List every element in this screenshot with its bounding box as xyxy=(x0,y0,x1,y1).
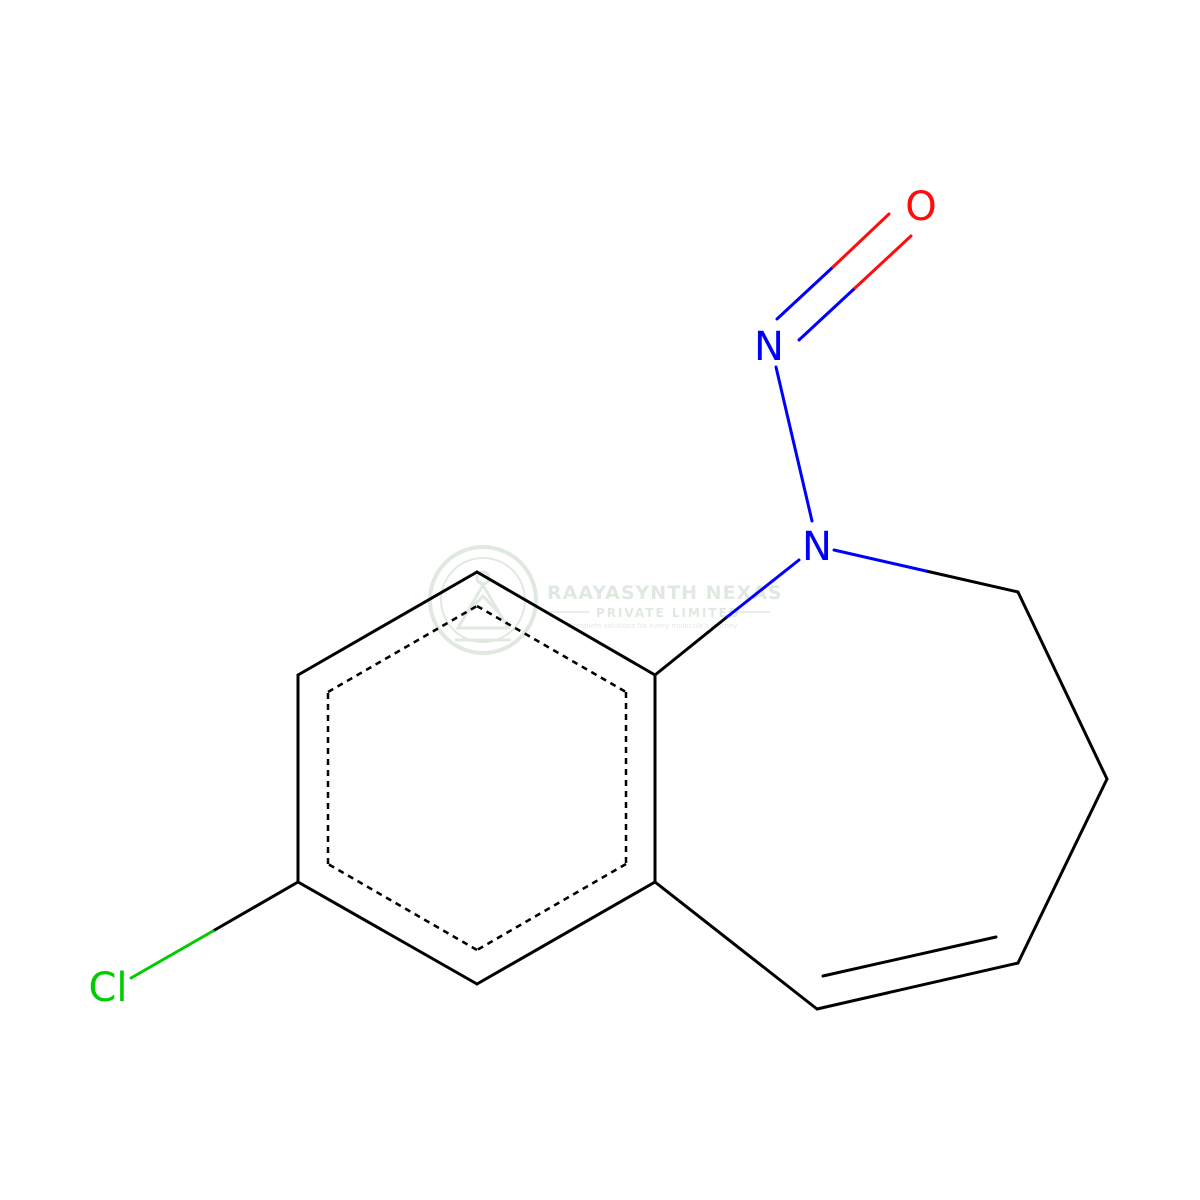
bond-c2-n-black xyxy=(653,615,729,677)
aromatic-dash-3 xyxy=(476,862,627,952)
watermark-tagline: Complete solutions for every molecule's … xyxy=(568,622,737,630)
bond-n-o-outer-red xyxy=(831,212,891,269)
nitroso-group xyxy=(774,212,913,523)
aromatic-dash-6 xyxy=(327,604,478,694)
bond-c9-c10-double-inner xyxy=(821,935,998,978)
bond-c3-c4 xyxy=(475,880,657,986)
bond-n-o-inner-blue xyxy=(797,286,857,342)
aromatic-inner-ring xyxy=(326,604,628,952)
bond-c6-c1 xyxy=(296,570,479,677)
aromatic-dash-1 xyxy=(476,604,627,694)
bond-c2-n-blue xyxy=(725,558,801,619)
atom-chlorine-label: Cl xyxy=(88,965,127,1011)
bond-n-o-outer-blue xyxy=(775,265,835,321)
watermark: RAAYASYNTH NEXAS PRIVATE LIMITED Complet… xyxy=(428,545,783,655)
atom-oxygen-label: O xyxy=(905,184,936,230)
azepine-ring xyxy=(653,548,1109,1011)
atom-ring-nitrogen-label: N xyxy=(802,524,832,570)
bond-c12-n-black xyxy=(924,569,1020,594)
watermark-logo-icon xyxy=(428,545,538,655)
chloro-bond xyxy=(129,880,300,980)
benzene-ring xyxy=(296,570,657,986)
bond-c10-c11 xyxy=(1016,777,1109,965)
bond-n-n xyxy=(774,365,814,523)
bond-c-cl-green xyxy=(129,929,215,980)
atom-nitroso-nitrogen-label: N xyxy=(754,324,784,370)
bond-c11-c12 xyxy=(1016,590,1109,781)
bond-c9-c10-double xyxy=(815,961,1020,1011)
bond-n-o-inner-red xyxy=(853,234,913,290)
bond-c4-c5 xyxy=(296,880,479,986)
watermark-title: RAAYASYNTH NEXAS xyxy=(547,582,783,604)
aromatic-dash-4 xyxy=(327,862,478,952)
bond-c1-c2 xyxy=(475,570,657,677)
bond-c12-n-blue xyxy=(832,548,928,573)
watermark-subtitle: PRIVATE LIMITED xyxy=(596,606,741,620)
bond-c3-c9 xyxy=(653,880,819,1011)
bond-c-cl-black xyxy=(211,880,300,933)
